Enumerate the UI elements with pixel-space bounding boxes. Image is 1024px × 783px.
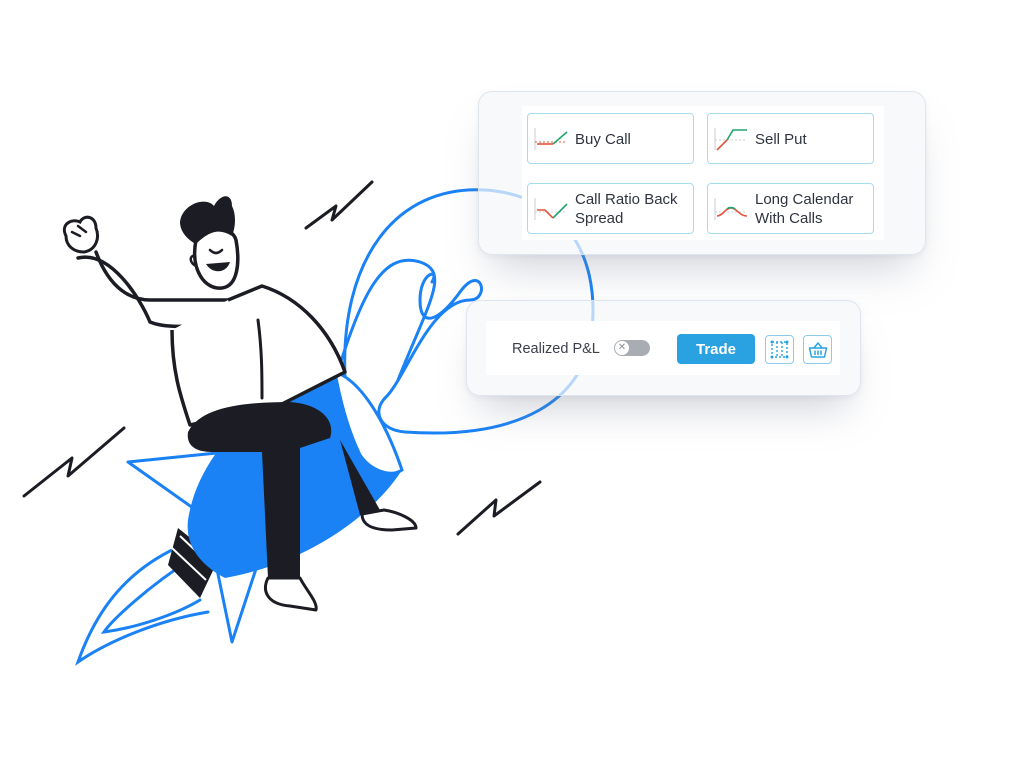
- basket-button[interactable]: [803, 335, 832, 364]
- person-shoe: [264, 576, 318, 612]
- person-fist: [63, 215, 99, 254]
- person-pants: [187, 402, 332, 578]
- lightning-bolt: [304, 180, 374, 230]
- realized-pnl-toggle[interactable]: ✕: [614, 340, 650, 356]
- exhaust-flame: [100, 558, 202, 634]
- toggle-off-icon: ✕: [615, 341, 629, 355]
- strategy-card-long-calendar-with-calls[interactable]: Long Calendar With Calls: [707, 183, 874, 234]
- strategy-card-call-ratio-back-spread[interactable]: Call Ratio Back Spread: [527, 183, 694, 234]
- person-hair: [180, 196, 235, 244]
- grid-icon: [770, 340, 789, 359]
- strategy-card-buy-call[interactable]: Buy Call: [527, 113, 694, 164]
- payoff-calendar-icon: [714, 198, 748, 220]
- strategy-label: Sell Put: [755, 131, 807, 148]
- lightning-bolt-3: [456, 480, 542, 536]
- strategy-label: Long Calendar With Calls: [755, 191, 854, 227]
- basket-icon: [808, 341, 827, 358]
- payoff-sell-put-icon: [714, 128, 747, 151]
- strategy-card-sell-put[interactable]: Sell Put: [707, 113, 874, 164]
- grid-button[interactable]: [765, 335, 794, 364]
- strategy-label: Call Ratio Back Spread: [575, 191, 678, 227]
- person-torso: [170, 284, 347, 427]
- payoff-ratio-back-spread-icon: [534, 198, 568, 220]
- lightning-bolt-2: [22, 426, 126, 498]
- strategy-label: Buy Call: [575, 131, 631, 148]
- trade-button[interactable]: Trade: [677, 334, 755, 364]
- loop-string-2: [333, 258, 437, 382]
- person-shoe-2: [360, 508, 418, 532]
- person-arm: [94, 250, 230, 302]
- realized-pnl-label: Realized P&L: [512, 341, 600, 357]
- exhaust-flame-2: [75, 546, 210, 666]
- payoff-buy-call-icon: [534, 128, 568, 150]
